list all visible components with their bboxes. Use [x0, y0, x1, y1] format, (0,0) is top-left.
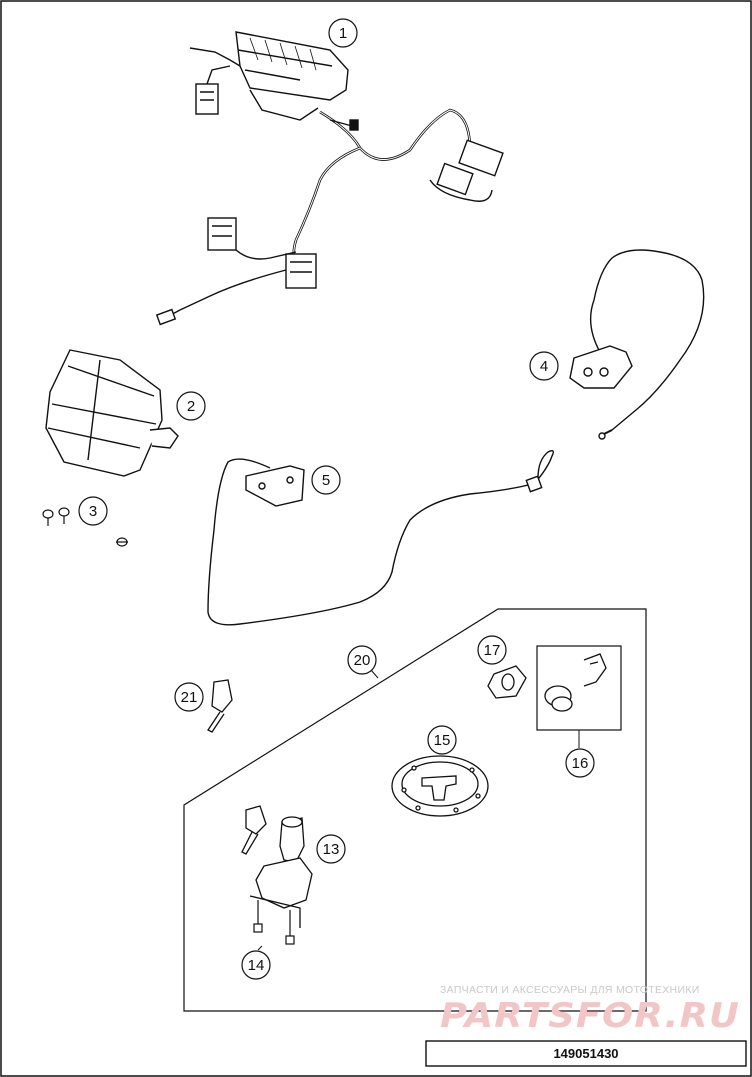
part-1-dashboard-harness — [155, 31, 504, 326]
callout-20: 20 — [354, 652, 371, 669]
part-3-screws — [42, 507, 128, 547]
callout-circle-16 — [565, 748, 595, 778]
drawing-number-box — [425, 1040, 747, 1067]
callout-4: 4 — [540, 358, 548, 375]
part-15-tank-cap — [391, 755, 489, 817]
watermark-logo: PARTSFOR.RU — [440, 996, 740, 1036]
callout-2: 2 — [187, 398, 195, 415]
part-4-cable-bracket — [569, 249, 705, 440]
part-5-cable-bracket — [207, 449, 555, 626]
callout-labels: 1 2 3 4 5 13 14 15 16 17 20 21 — [89, 25, 589, 974]
kit-20-outline — [183, 608, 647, 1012]
part-2-dashboard-cover — [45, 349, 179, 477]
callout-5: 5 — [322, 472, 330, 489]
callout-circles — [78, 18, 595, 980]
callout-circle-2 — [176, 391, 206, 421]
callout-circle-5 — [311, 465, 341, 495]
callout-circle-13 — [316, 834, 346, 864]
part-21-key — [207, 679, 233, 733]
callout-14: 14 — [248, 957, 265, 974]
callout-circle-3 — [78, 496, 108, 526]
callout-circle-1 — [328, 18, 358, 48]
part-16-lock-cylinder — [544, 653, 607, 712]
callout-circle-21 — [174, 682, 204, 712]
part-13-ignition-lock — [241, 805, 313, 928]
callout-3: 3 — [89, 503, 97, 520]
drawing-number: 149051430 — [553, 1046, 618, 1061]
callout-17: 17 — [484, 642, 501, 659]
watermark-tagline: ЗАПЧАСТИ И АКСЕССУАРЫ ДЛЯ МОТОТЕХНИКИ — [440, 984, 700, 996]
callout-circle-17 — [477, 635, 507, 665]
callout-1: 1 — [339, 25, 347, 42]
callout-circle-4 — [529, 351, 559, 381]
callout-21: 21 — [181, 689, 198, 706]
callout-16: 16 — [572, 755, 589, 772]
callout-13: 13 — [323, 841, 340, 858]
callout-15: 15 — [434, 732, 451, 749]
callout-circle-20 — [347, 645, 377, 675]
callout-circle-15 — [427, 725, 457, 755]
callout-circle-14 — [241, 950, 271, 980]
part-17-lock-plate — [487, 665, 527, 699]
part-14-bolts — [253, 900, 295, 945]
